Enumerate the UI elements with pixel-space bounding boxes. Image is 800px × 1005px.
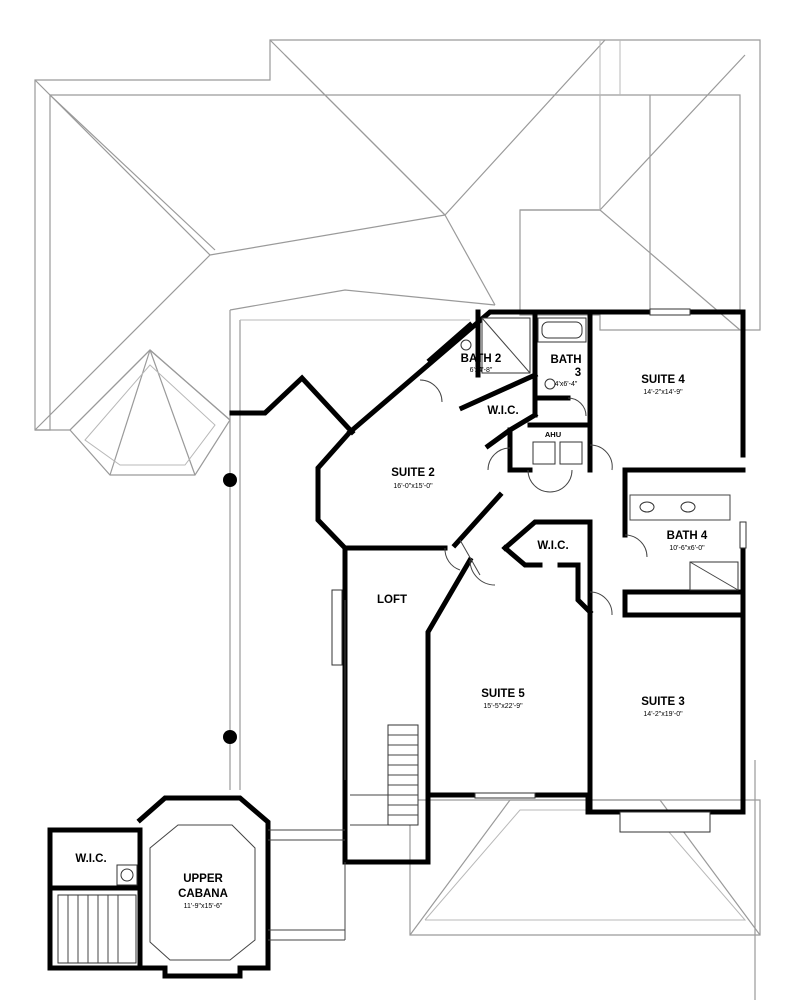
bath2-name: BATH 2 — [461, 353, 502, 365]
suite4-name: SUITE 4 — [641, 374, 685, 386]
bath3-name: BATH — [550, 354, 581, 366]
cabana-name-line1: UPPER — [183, 873, 223, 885]
suite5-dim: 15'-5"x22'-9" — [483, 703, 523, 710]
bath2-dim: 6'x4'-8" — [470, 367, 493, 374]
roof-outline — [34, 39, 761, 1000]
bath3-dim: 4'x6'-4" — [555, 381, 578, 388]
cabana-stairs — [57, 894, 137, 964]
details — [57, 308, 747, 964]
suite2-dim: 16'-0"x15'-0" — [393, 483, 433, 490]
bath3-number: 3 — [575, 367, 581, 379]
wic2-name: W.I.C. — [537, 540, 568, 552]
cabana-dim: 11'-9"x15'-6" — [184, 903, 223, 910]
wic3-name: W.I.C. — [75, 853, 106, 865]
bath4-dim: 10'-6"x6'-0" — [669, 545, 705, 552]
suite5-name: SUITE 5 — [481, 688, 525, 700]
wic1-name: W.I.C. — [487, 405, 518, 417]
suite2-name: SUITE 2 — [391, 467, 434, 479]
porch-column-north — [223, 473, 237, 487]
suite4-dim: 14'-2"x14'-9" — [643, 389, 683, 396]
ahu-name: AHU — [545, 430, 561, 439]
room-labels: BATH 2 6'x4'-8" BATH 3 4'x6'-4" SUITE 4 … — [75, 353, 708, 910]
suite3-dim: 14'-2"x19'-0" — [643, 711, 683, 718]
walls — [47, 309, 746, 979]
cabana-name-line2: CABANA — [178, 888, 228, 900]
main-stairs — [350, 724, 419, 826]
porch-column-south — [223, 730, 237, 744]
suite3-name: SUITE 3 — [641, 696, 684, 708]
bath4-name: BATH 4 — [667, 530, 708, 542]
loft-name: LOFT — [377, 594, 407, 606]
